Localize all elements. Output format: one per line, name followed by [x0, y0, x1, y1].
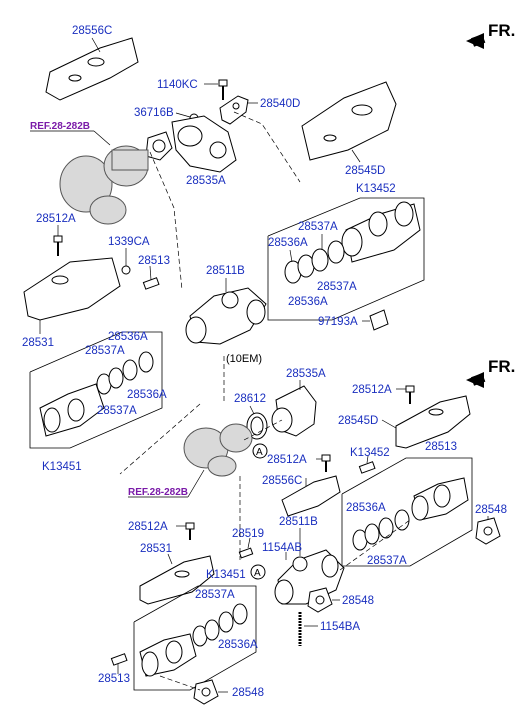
bolt-28512a-b1: [396, 385, 415, 404]
part-label-28545d: 28545D: [345, 165, 385, 177]
svg-text:A: A: [256, 447, 263, 458]
y-pipe-28511b-bottom: [274, 528, 345, 605]
part-label-28535a-bottom: 28535A: [286, 368, 326, 380]
y-pipe-28511b-top: [185, 278, 267, 345]
bolt-28512a-b2: [316, 454, 331, 472]
svg-text:A: A: [254, 568, 261, 579]
bolt-1140kc: [204, 79, 228, 100]
part-label-28548-b1: 28548: [475, 504, 507, 516]
part-label-28513-top: 28513: [138, 255, 170, 267]
part-label-1154ba: 1154BA: [320, 621, 360, 633]
part-label-28536a-t1: 28536A: [268, 237, 308, 249]
heat-shield-28531-top: [23, 257, 121, 334]
stud-28513-top: [142, 265, 160, 290]
reference-link-top[interactable]: REF.28-282B: [30, 121, 90, 132]
bolt-28512a-top: [53, 225, 63, 256]
part-label-28512a-top: 28512A: [36, 213, 76, 225]
nut-1339ca: [121, 248, 131, 275]
front-direction-arrow-icon-bottom: [466, 372, 486, 388]
stud-28513-b1: [358, 455, 376, 474]
heat-shield-28556c-bottom: [281, 475, 341, 517]
part-label-28512a-b3: 28512A: [128, 521, 168, 533]
part-label-28548-b2: 28548: [342, 595, 374, 607]
part-label-28513-b2: 28513: [98, 673, 130, 685]
seal-rings-top-left: [96, 351, 154, 395]
part-label-1339ca: 1339CA: [108, 236, 150, 248]
part-label-28536a-t2: 28536A: [288, 296, 328, 308]
stud-1154ba: [298, 612, 318, 646]
turbocharger-bottom: [183, 423, 253, 477]
part-label-28537a-b1: 28537A: [367, 555, 407, 567]
heat-shield-28556c-top: [45, 37, 139, 101]
gasket-28548-b3: [193, 679, 228, 705]
part-label-28531-bottom: 28531: [140, 543, 172, 555]
part-label-28537a-t1: 28537A: [298, 221, 338, 233]
gasket-top-left: [145, 131, 173, 161]
part-label-1140kc: 1140KC: [157, 79, 198, 91]
heat-shield-28545d-top: [301, 81, 397, 163]
section-label-10em: (10EM): [226, 353, 262, 365]
part-label-28537a-t2: 28537A: [317, 281, 357, 293]
seal-rings-top-right: [284, 240, 345, 284]
manifold-k13452-bottom: [411, 477, 469, 521]
clamp-28612: [246, 405, 268, 440]
bracket-28540d: [219, 95, 258, 125]
turbocharger-top: [59, 145, 149, 225]
part-label-28537a-t4: 28537A: [97, 405, 137, 417]
part-label-28545d-bottom: 28545D: [338, 415, 378, 427]
clip-97193a: [362, 309, 389, 331]
seal-rings-bottom-right: [352, 509, 410, 551]
part-label-28537a-t3: 28537A: [85, 345, 125, 357]
manifold-k13451-top: [39, 383, 105, 437]
part-label-k13452-bottom: 28513: [425, 441, 457, 453]
view-marker-a-bottom: A: [250, 564, 266, 580]
part-label-k13451-top: K13451: [42, 461, 82, 473]
part-label-28511b-top: 28511B: [206, 265, 245, 277]
gasket-28548-b1: [475, 516, 501, 545]
adapter-28535a-top: [171, 115, 237, 173]
part-label-28548-b3: 28548: [232, 687, 264, 699]
part-label-28536a-t3: 28536A: [108, 331, 148, 343]
part-label-28556c: 28556C: [72, 25, 112, 37]
heat-shield-28531-bottom: [139, 553, 215, 605]
part-label-28536a-t4: 28536A: [127, 389, 167, 401]
manifold-k13451-bottom: [139, 633, 197, 677]
part-label-36716b: 36716B: [134, 107, 174, 119]
front-direction-arrow-icon: [466, 33, 486, 49]
part-label-28519: 28519: [232, 528, 264, 540]
adapter-28535a-bottom: [271, 380, 317, 437]
part-label-28537a-b2: 28537A: [195, 589, 235, 601]
seal-rings-bottom-left: [192, 603, 248, 647]
gasket-28548-b2: [307, 587, 340, 613]
part-label-28531-top: 28531: [22, 337, 54, 349]
part-label-28535a: 28535A: [186, 175, 226, 187]
front-direction-label: FR.: [488, 21, 515, 40]
front-direction-label-bottom: FR.: [488, 357, 515, 376]
bolt-28512a-b3: [176, 522, 195, 540]
part-label-28536a-b2: 28536A: [218, 639, 258, 651]
part-label-28536a-b1: 28536A: [346, 502, 386, 514]
part-label-28556c-bottom: 28556C: [262, 475, 302, 487]
manifold-k13452-top: [341, 201, 421, 263]
part-label-k13451-bottom: K13451: [206, 569, 246, 581]
stud-28513-b2: [110, 653, 128, 674]
part-label-1154ab: 1154AB: [262, 542, 302, 554]
part-label-28512a-b2: 28512A: [267, 454, 307, 466]
part-label-28612: 28612: [234, 393, 266, 405]
heat-shield-28545d-bottom: [381, 395, 471, 449]
view-marker-a-top: A: [252, 443, 268, 459]
part-label-28513-b1: K13452: [350, 447, 390, 459]
part-label-k13452: K13452: [356, 183, 396, 195]
pin-28519: [238, 537, 254, 559]
part-label-28540d: 28540D: [260, 98, 300, 110]
reference-link-bottom[interactable]: REF.28-282B: [128, 487, 188, 498]
part-label-28511b-bottom: 28511B: [279, 516, 318, 528]
part-label-28512a-b1: 28512A: [352, 384, 392, 396]
part-label-97193a: 97193A: [318, 316, 358, 328]
